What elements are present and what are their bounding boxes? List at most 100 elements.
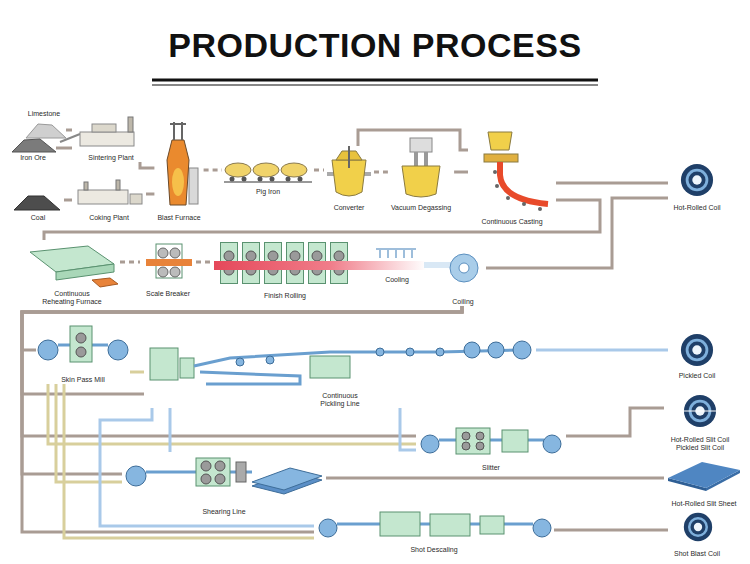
blast-furnace <box>170 122 186 140</box>
flow-line <box>536 349 668 352</box>
station-label: Slitter <box>482 464 500 472</box>
shot-blast-coil-icon <box>684 513 712 541</box>
skin-pass-mill <box>70 326 92 362</box>
pickling-line <box>406 348 414 356</box>
coiler <box>424 262 452 268</box>
process-station: Iron Ore <box>10 138 56 162</box>
reheating-furnace <box>30 246 118 287</box>
flow-line <box>326 477 664 480</box>
flow-line <box>566 408 664 436</box>
slit-coil-icon <box>684 395 716 427</box>
skin-pass-mill <box>38 326 128 362</box>
hot-rolled-coil-icon <box>681 164 713 196</box>
continuous-caster <box>506 196 510 200</box>
skin-pass-mill <box>76 333 86 343</box>
iron-ore-pile <box>12 139 56 152</box>
station-label: Coking Plant <box>89 214 129 222</box>
pickling-line <box>464 342 480 358</box>
title-underline <box>152 84 598 85</box>
station-label: Pig Iron <box>256 188 280 196</box>
pickled-coil-icon <box>681 334 713 366</box>
slit-sheet-icon <box>668 462 740 488</box>
process-station: Scale Breaker <box>140 240 196 298</box>
process-station: Finish Rolling <box>214 240 356 300</box>
vacuum-degassing <box>410 138 432 152</box>
cooling-sprays <box>376 249 416 258</box>
pig-iron-car <box>230 177 235 182</box>
process-station: Coiling <box>440 240 486 306</box>
skin-pass-mill <box>76 347 86 357</box>
finish-rolling-stands <box>214 243 426 284</box>
slit-sheet-icon <box>668 462 740 491</box>
slit-coil-icon <box>683 395 717 427</box>
shearing-line <box>215 461 225 471</box>
station-label: Blast Furnace <box>157 214 200 222</box>
station-label: Vacuum Degassing <box>391 204 451 212</box>
process-station: Pickled Coil <box>668 328 726 380</box>
reheating-furnace <box>56 264 114 280</box>
slitter <box>476 432 484 440</box>
pig-iron-car <box>286 177 291 182</box>
flow-line <box>64 384 314 538</box>
flow-line <box>48 384 416 444</box>
flow-line <box>454 171 468 174</box>
flow-line <box>64 199 72 202</box>
scale-breaker <box>146 259 192 266</box>
station-label: Continuous Reheating Furnace <box>41 290 103 306</box>
process-station: Hot-Rolled Coil <box>668 158 726 212</box>
shot-blast-coil-icon <box>684 513 712 541</box>
hot-rolled-coil-icon <box>681 164 713 196</box>
flow-line <box>169 408 172 452</box>
shot-descaling <box>533 519 551 537</box>
reheating-furnace <box>92 278 118 287</box>
continuous-caster <box>484 132 548 211</box>
sintering-plant <box>128 117 133 132</box>
station-label: Hot-Rolled Coil <box>673 204 720 212</box>
flow-line <box>556 182 668 185</box>
pickling-line <box>236 358 244 366</box>
flow-line <box>374 171 388 174</box>
coiler <box>450 254 478 282</box>
flow-line <box>554 529 668 532</box>
converter <box>327 146 371 196</box>
continuous-caster <box>488 132 512 150</box>
coiler <box>424 254 478 282</box>
pig-iron-car <box>281 163 307 177</box>
coal-pile <box>14 196 60 210</box>
coking-plant <box>78 190 128 204</box>
skin-pass-mill <box>38 340 58 360</box>
slitter <box>421 428 561 454</box>
scale-breaker <box>170 267 180 277</box>
vacuum-degassing <box>414 152 418 166</box>
sintering-plant <box>92 124 116 132</box>
flow-line <box>100 408 314 526</box>
sintering-plant <box>80 132 134 146</box>
coiler <box>459 263 469 273</box>
coking-plant <box>78 180 142 204</box>
pig-iron-car <box>242 177 247 182</box>
flow-line <box>22 306 462 436</box>
flow-line <box>56 384 122 482</box>
pickling-line <box>513 341 531 359</box>
pickled-coil-icon <box>681 334 713 366</box>
continuous-caster <box>522 202 526 206</box>
continuous-caster <box>500 162 548 204</box>
process-station: Limestone <box>22 110 66 138</box>
station-label: Pickled Coil <box>679 372 716 380</box>
pig-iron-car <box>224 181 312 183</box>
process-station: Shearing Line <box>122 452 326 516</box>
process-station: Slitter <box>416 420 566 472</box>
slitter <box>543 435 561 453</box>
flow-line <box>146 193 154 196</box>
station-label: Hot-Rolled Slit Sheet <box>672 500 737 508</box>
process-station: Blast Furnace <box>154 116 203 222</box>
cooling-sprays <box>380 250 412 258</box>
shearing-line <box>252 468 322 490</box>
coking-plant <box>116 180 120 190</box>
station-label: Sintering Plant <box>88 154 134 162</box>
shearing-line <box>201 474 211 484</box>
scale-breaker <box>170 248 180 258</box>
process-station: Sintering Plant <box>72 116 150 162</box>
converter <box>348 146 350 168</box>
station-label: Shot Descaling <box>410 546 457 554</box>
